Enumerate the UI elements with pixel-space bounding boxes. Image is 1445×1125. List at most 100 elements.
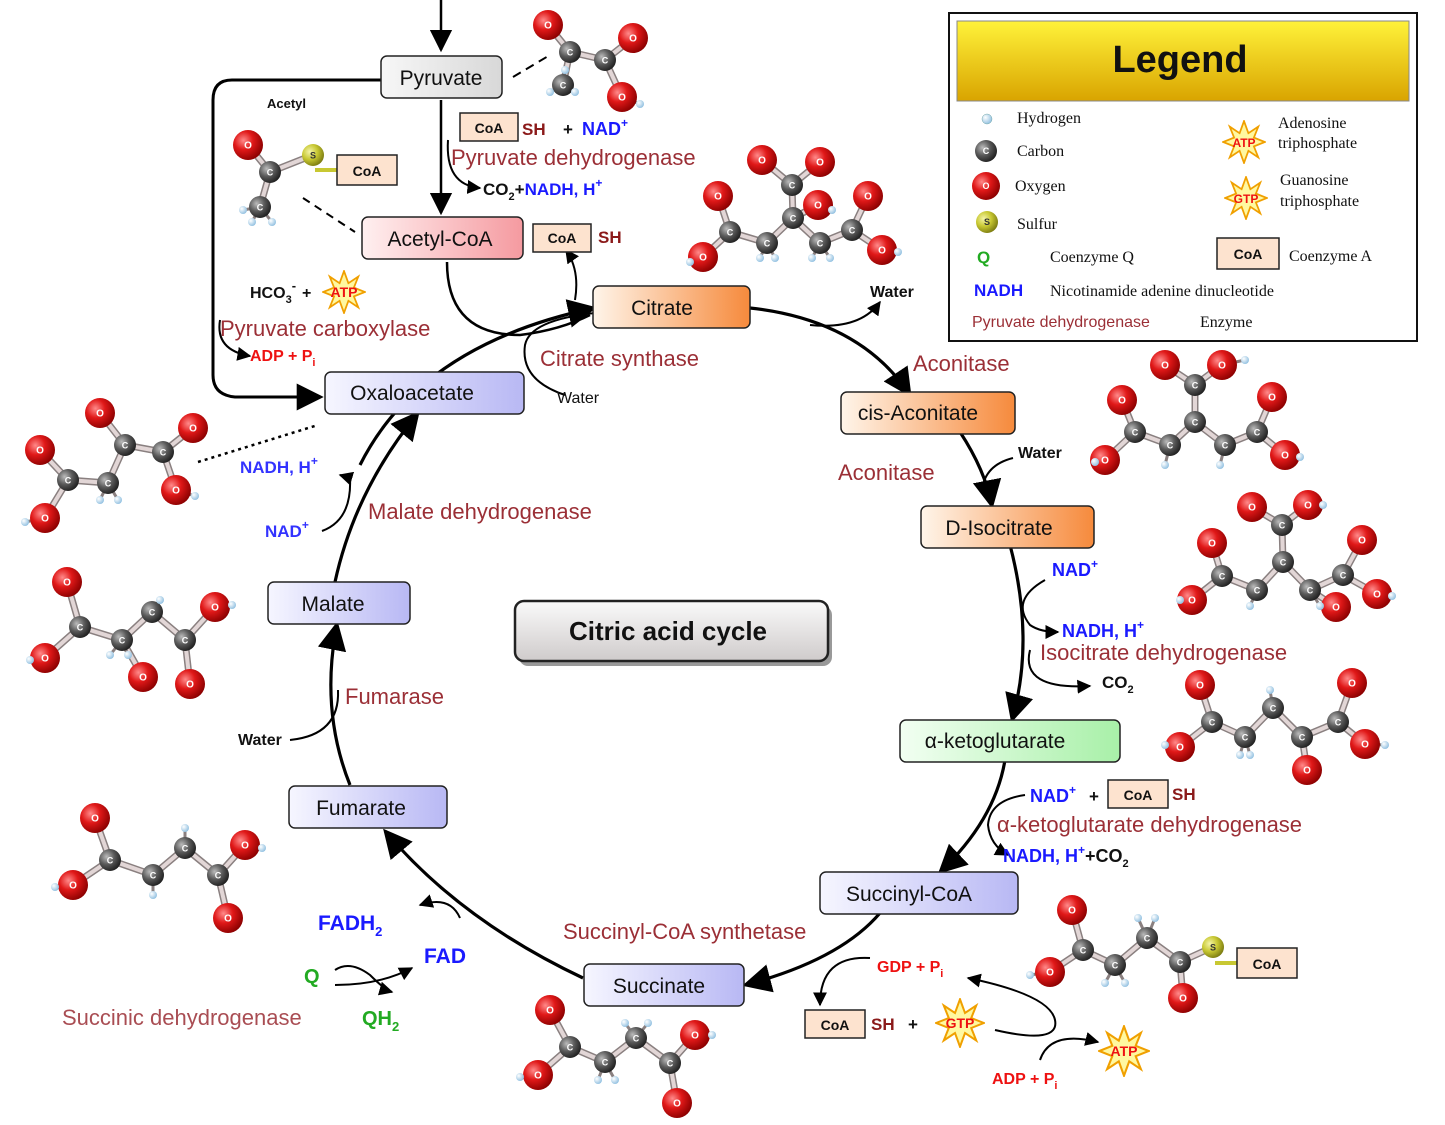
atom-label: C: [150, 871, 157, 881]
svg-text:CoA: CoA: [475, 120, 504, 136]
legend-nadh-symbol: NADH: [974, 281, 1023, 300]
oxygen-atom: [533, 10, 563, 40]
svg-text:+: +: [908, 1015, 918, 1034]
atom-label: C: [1242, 733, 1249, 743]
atom-label: C: [1144, 934, 1151, 944]
hydrogen-atom: [228, 601, 236, 609]
acetyl-coa-tag: CoA: [315, 154, 398, 186]
oxygen-atom: [1362, 579, 1392, 609]
enzyme-isocitrate-dehydrogenase: Isocitrate dehydrogenase: [1040, 640, 1287, 665]
arrow-isocitrate-to-akg: [1005, 544, 1033, 723]
enzyme-pyruvate-dehydrogenase: Pyruvate dehydrogenase: [451, 145, 696, 170]
atom-label: C: [567, 1043, 574, 1053]
nadh-isocitrate: NADH, H+: [1062, 618, 1144, 641]
oxygen-atom: [1165, 732, 1195, 762]
atom-label: C: [107, 856, 114, 866]
atp-carboxylase: ATP: [322, 270, 366, 314]
oxaloacetate-label: Oxaloacetate: [350, 382, 474, 405]
hydrogen-atom: [826, 254, 834, 262]
carbon-atom: [594, 49, 616, 71]
cis-aconitate-box: cis-Aconitate: [840, 391, 1016, 435]
carbon-atom: [141, 601, 163, 623]
carbon-atom: [1169, 951, 1191, 973]
carbon-atom: [1246, 421, 1268, 443]
metabolite-boxes: Pyruvate Acetyl-CoA Citrate cis-Aconitat…: [267, 55, 1121, 1007]
hydrogen-icon: [981, 113, 993, 125]
hydrogen-atom: [516, 1073, 524, 1081]
hydrogen-atom: [1161, 741, 1169, 749]
oxygen-atom: [1292, 755, 1322, 785]
arrow-oxaloacetate-to-citrate: [358, 299, 597, 466]
legend-gtp-2: triphosphate: [1280, 193, 1359, 210]
fumarate-box: Fumarate: [288, 785, 448, 829]
oxygen-atom: [1207, 350, 1237, 380]
nad-akg: NAD+: [1030, 783, 1076, 806]
atom-label: O: [1358, 536, 1366, 547]
hydrogen-atom: [828, 206, 836, 214]
carbon-atom: [841, 219, 863, 241]
arrow-succinyl-coa-to-succinate: [742, 911, 882, 993]
hydrogen-atom: [258, 844, 266, 852]
oxygen-atom: [662, 1088, 692, 1118]
atom-label: C: [667, 1059, 674, 1069]
atom-label: O: [691, 1031, 699, 1042]
oxygen-atom: [1057, 895, 1087, 925]
oxygen-atom: [1321, 592, 1351, 622]
carbon-atom: [756, 232, 778, 254]
adp-pi-succinyl: ADP + Pi: [992, 1071, 1057, 1092]
oxygen-atom: [688, 242, 718, 272]
hydrogen-atom: [636, 100, 644, 108]
atom-label: O: [1218, 361, 1226, 372]
hydrogen-atom: [96, 496, 104, 504]
hydrogen-atom: [1026, 971, 1034, 979]
legend-title: Legend: [1112, 39, 1247, 81]
hydrogen-atom: [21, 518, 29, 526]
carbon-atom: [1124, 421, 1146, 443]
atom-label: C: [182, 636, 189, 646]
enzyme-citrate-synthase: Citrate synthase: [540, 346, 699, 371]
carbon-atom: [259, 161, 281, 183]
atom-label: C: [1132, 428, 1139, 438]
gdp-pi: GDP + Pi: [877, 959, 943, 980]
atom-label: C: [77, 623, 84, 633]
oxygen-atom: [30, 503, 60, 533]
atom-label: O: [91, 814, 99, 825]
oxygen-atom: [618, 23, 648, 53]
oxygen-atom: [805, 147, 835, 177]
atom-label: C: [1167, 441, 1174, 451]
atom-label: O: [629, 34, 637, 45]
atom-label: C: [1270, 704, 1277, 714]
hydrogen-atom: [1151, 914, 1159, 922]
atom-label: C: [1112, 961, 1119, 971]
atom-label: O: [172, 486, 180, 497]
atom-label: C: [633, 1034, 640, 1044]
svg-text:GTP: GTP: [1234, 192, 1259, 206]
carbon-icon: C: [975, 140, 997, 162]
atom-label: S: [310, 151, 316, 161]
svg-text:ATP: ATP: [1111, 1043, 1138, 1059]
carbon-atom: [1327, 711, 1349, 733]
co2-isocitrate: CO2: [1102, 673, 1134, 696]
atom-label: O: [758, 156, 766, 167]
hydrogen-atom: [1241, 356, 1249, 364]
atom-label: C: [727, 228, 734, 238]
carbon-atom: [809, 232, 831, 254]
arrow-cis-aconitate-to-isocitrate: [958, 431, 1002, 509]
carbon-atom: [99, 849, 121, 871]
carbon-atom: [1246, 579, 1268, 601]
page-title: Citric acid cycle: [569, 616, 767, 646]
oxygen-atom: [1168, 983, 1198, 1013]
atom-label: O: [546, 1006, 554, 1017]
oxygen-atom: [1237, 492, 1267, 522]
legend-sulfur: Sulfur: [1017, 216, 1058, 233]
legend-nadh-label: Nicotinamide adenine dinucleotide: [1050, 283, 1274, 300]
atom-label: O: [1268, 393, 1276, 404]
oxygen-atom: [1197, 528, 1227, 558]
carbon-atom: [552, 74, 574, 96]
carbon-atom: [1159, 434, 1181, 456]
carbon-atom: [1291, 726, 1313, 748]
legend-gtp-1: Guanosine: [1280, 172, 1348, 189]
